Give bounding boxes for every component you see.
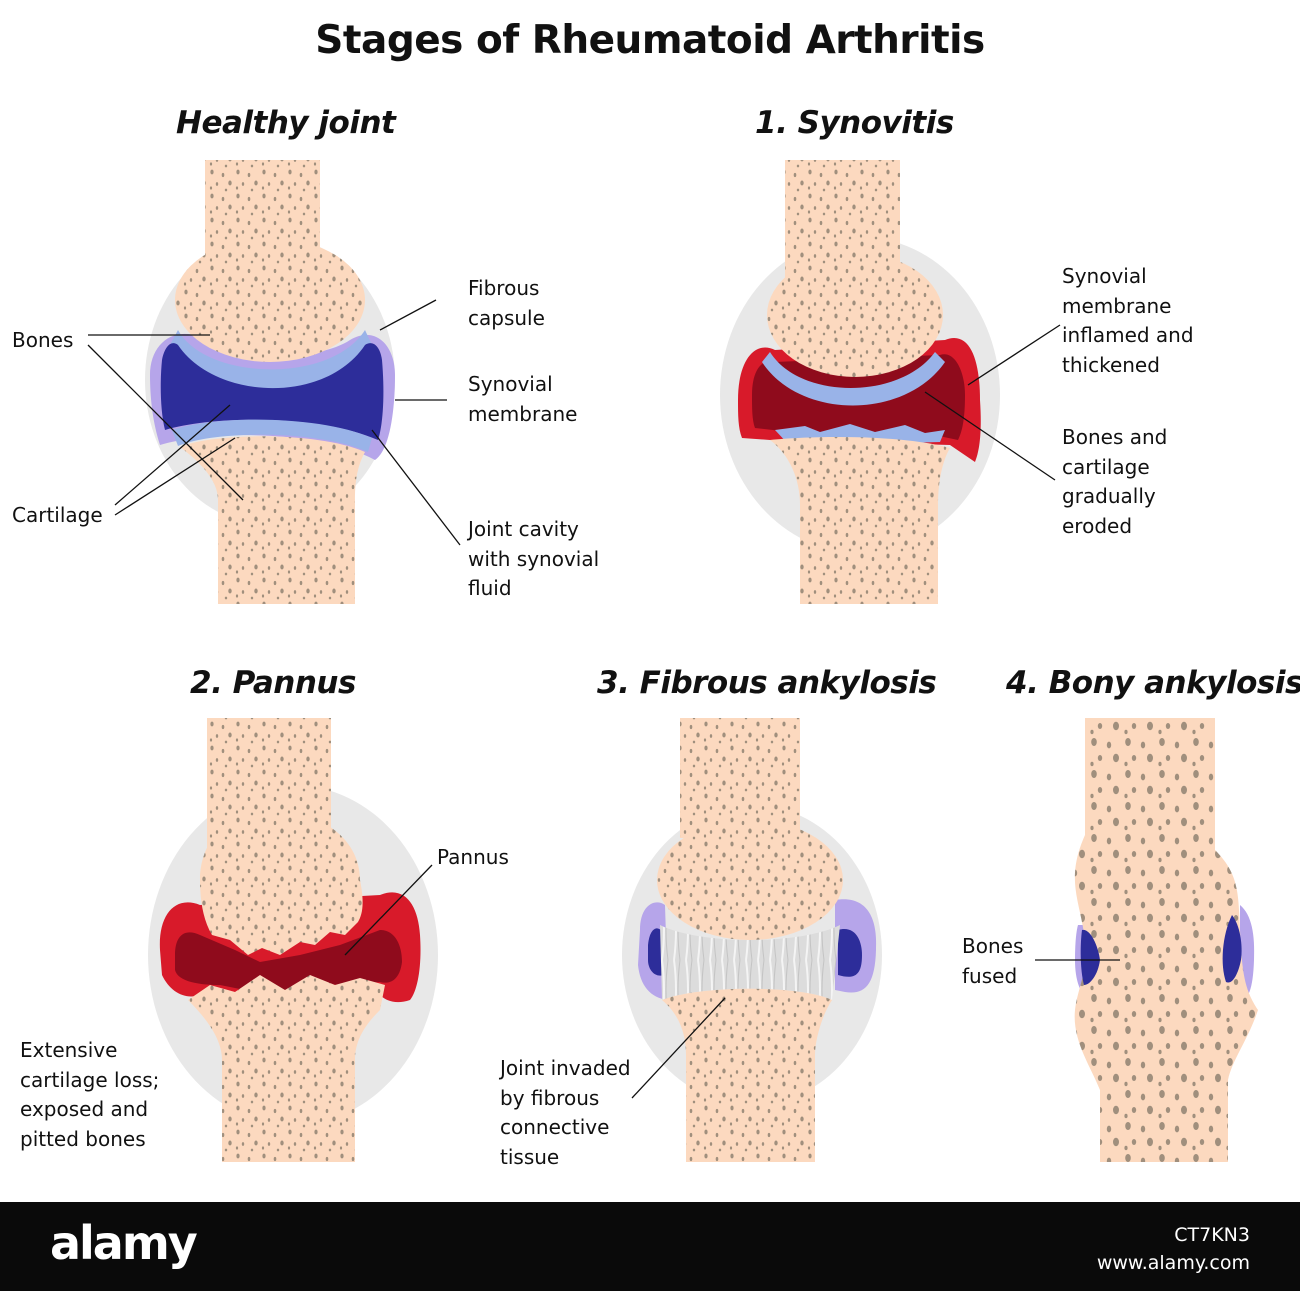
leader-pannus — [344, 864, 433, 956]
label-bones: Bones — [12, 328, 74, 352]
label-cartilage: Cartilage — [12, 503, 103, 527]
upper-bone-head — [175, 238, 365, 362]
lower-cartilage — [172, 419, 372, 452]
lower-bone-pitted — [188, 975, 385, 1162]
label-joint-invaded: Joint invaded by fibrous connective tiss… — [500, 1056, 631, 1169]
label-pannus: Pannus — [437, 845, 509, 869]
label-fibrous-capsule: Fibrous capsule — [468, 276, 545, 330]
leader-joint-cavity — [371, 429, 461, 546]
synovitis-illustration — [720, 160, 1061, 604]
leader-invaded — [631, 997, 726, 1099]
footer-site-link[interactable]: www.alamy.com — [1096, 1252, 1250, 1274]
footer-bar: alamy CT7KN3 www.alamy.com — [0, 1202, 1300, 1291]
label-eroded: Bones and cartilage gradually eroded — [1062, 425, 1168, 538]
label-joint-cavity: Joint cavity with synovial fluid — [468, 517, 600, 600]
synovial-fluid-cavity — [160, 343, 384, 440]
footer-logo: alamy — [50, 1216, 198, 1270]
leader-eroded — [924, 391, 1056, 481]
healthy-joint-illustration — [87, 160, 461, 604]
healthy-joint-title: Healthy joint — [176, 105, 396, 141]
leader-membrane-inflamed — [967, 324, 1061, 386]
lower-bone — [770, 437, 950, 604]
footer-image-id: CT7KN3 — [1174, 1224, 1250, 1246]
upper-cartilage — [170, 330, 372, 392]
page-title: Stages of Rheumatoid Arthritis — [315, 18, 985, 63]
pannus-title: 2. Pannus — [190, 665, 356, 701]
fibrous-ankylosis-title: 3. Fibrous ankylosis — [597, 665, 937, 701]
synovitis-title: 1. Synovitis — [755, 105, 954, 141]
leader-cartilage-lower — [114, 437, 236, 516]
pannus-illustration — [148, 718, 438, 1162]
leader-cartilage-upper — [114, 404, 231, 506]
label-cartilage-loss: Extensive cartilage loss; exposed and pi… — [20, 1038, 160, 1151]
upper-bone-head — [657, 820, 843, 940]
leader-bones-lower — [87, 344, 244, 501]
synovial-fluid-left — [648, 928, 664, 976]
fibrous-ankylosis-illustration — [622, 718, 882, 1162]
leader-fibrous-capsule — [379, 299, 437, 331]
label-synovial-membrane: Synovial membrane — [468, 372, 578, 426]
fluid-remnant-left — [1080, 929, 1100, 985]
bony-ankylosis-title: 4. Bony ankylosis — [1006, 665, 1300, 701]
fluid-remnant-right — [1222, 915, 1242, 983]
upper-bone-head — [767, 253, 943, 377]
bony-ankylosis-illustration — [1035, 718, 1258, 1162]
upper-bone-head — [200, 810, 363, 955]
lower-bone — [662, 988, 832, 1162]
lower-bone — [180, 436, 365, 604]
upper-bone-shaft — [680, 718, 800, 838]
fused-bone — [1074, 718, 1258, 1162]
upper-cartilage — [762, 352, 945, 406]
pannus-tissue-dark — [175, 930, 402, 998]
fibrous-connective-tissue — [660, 925, 840, 1000]
synovial-fluid-right — [838, 929, 862, 977]
label-bones-fused: Bones fused — [962, 934, 1024, 988]
label-membrane-inflamed: Synovial membrane inflamed and thickened — [1062, 264, 1194, 377]
